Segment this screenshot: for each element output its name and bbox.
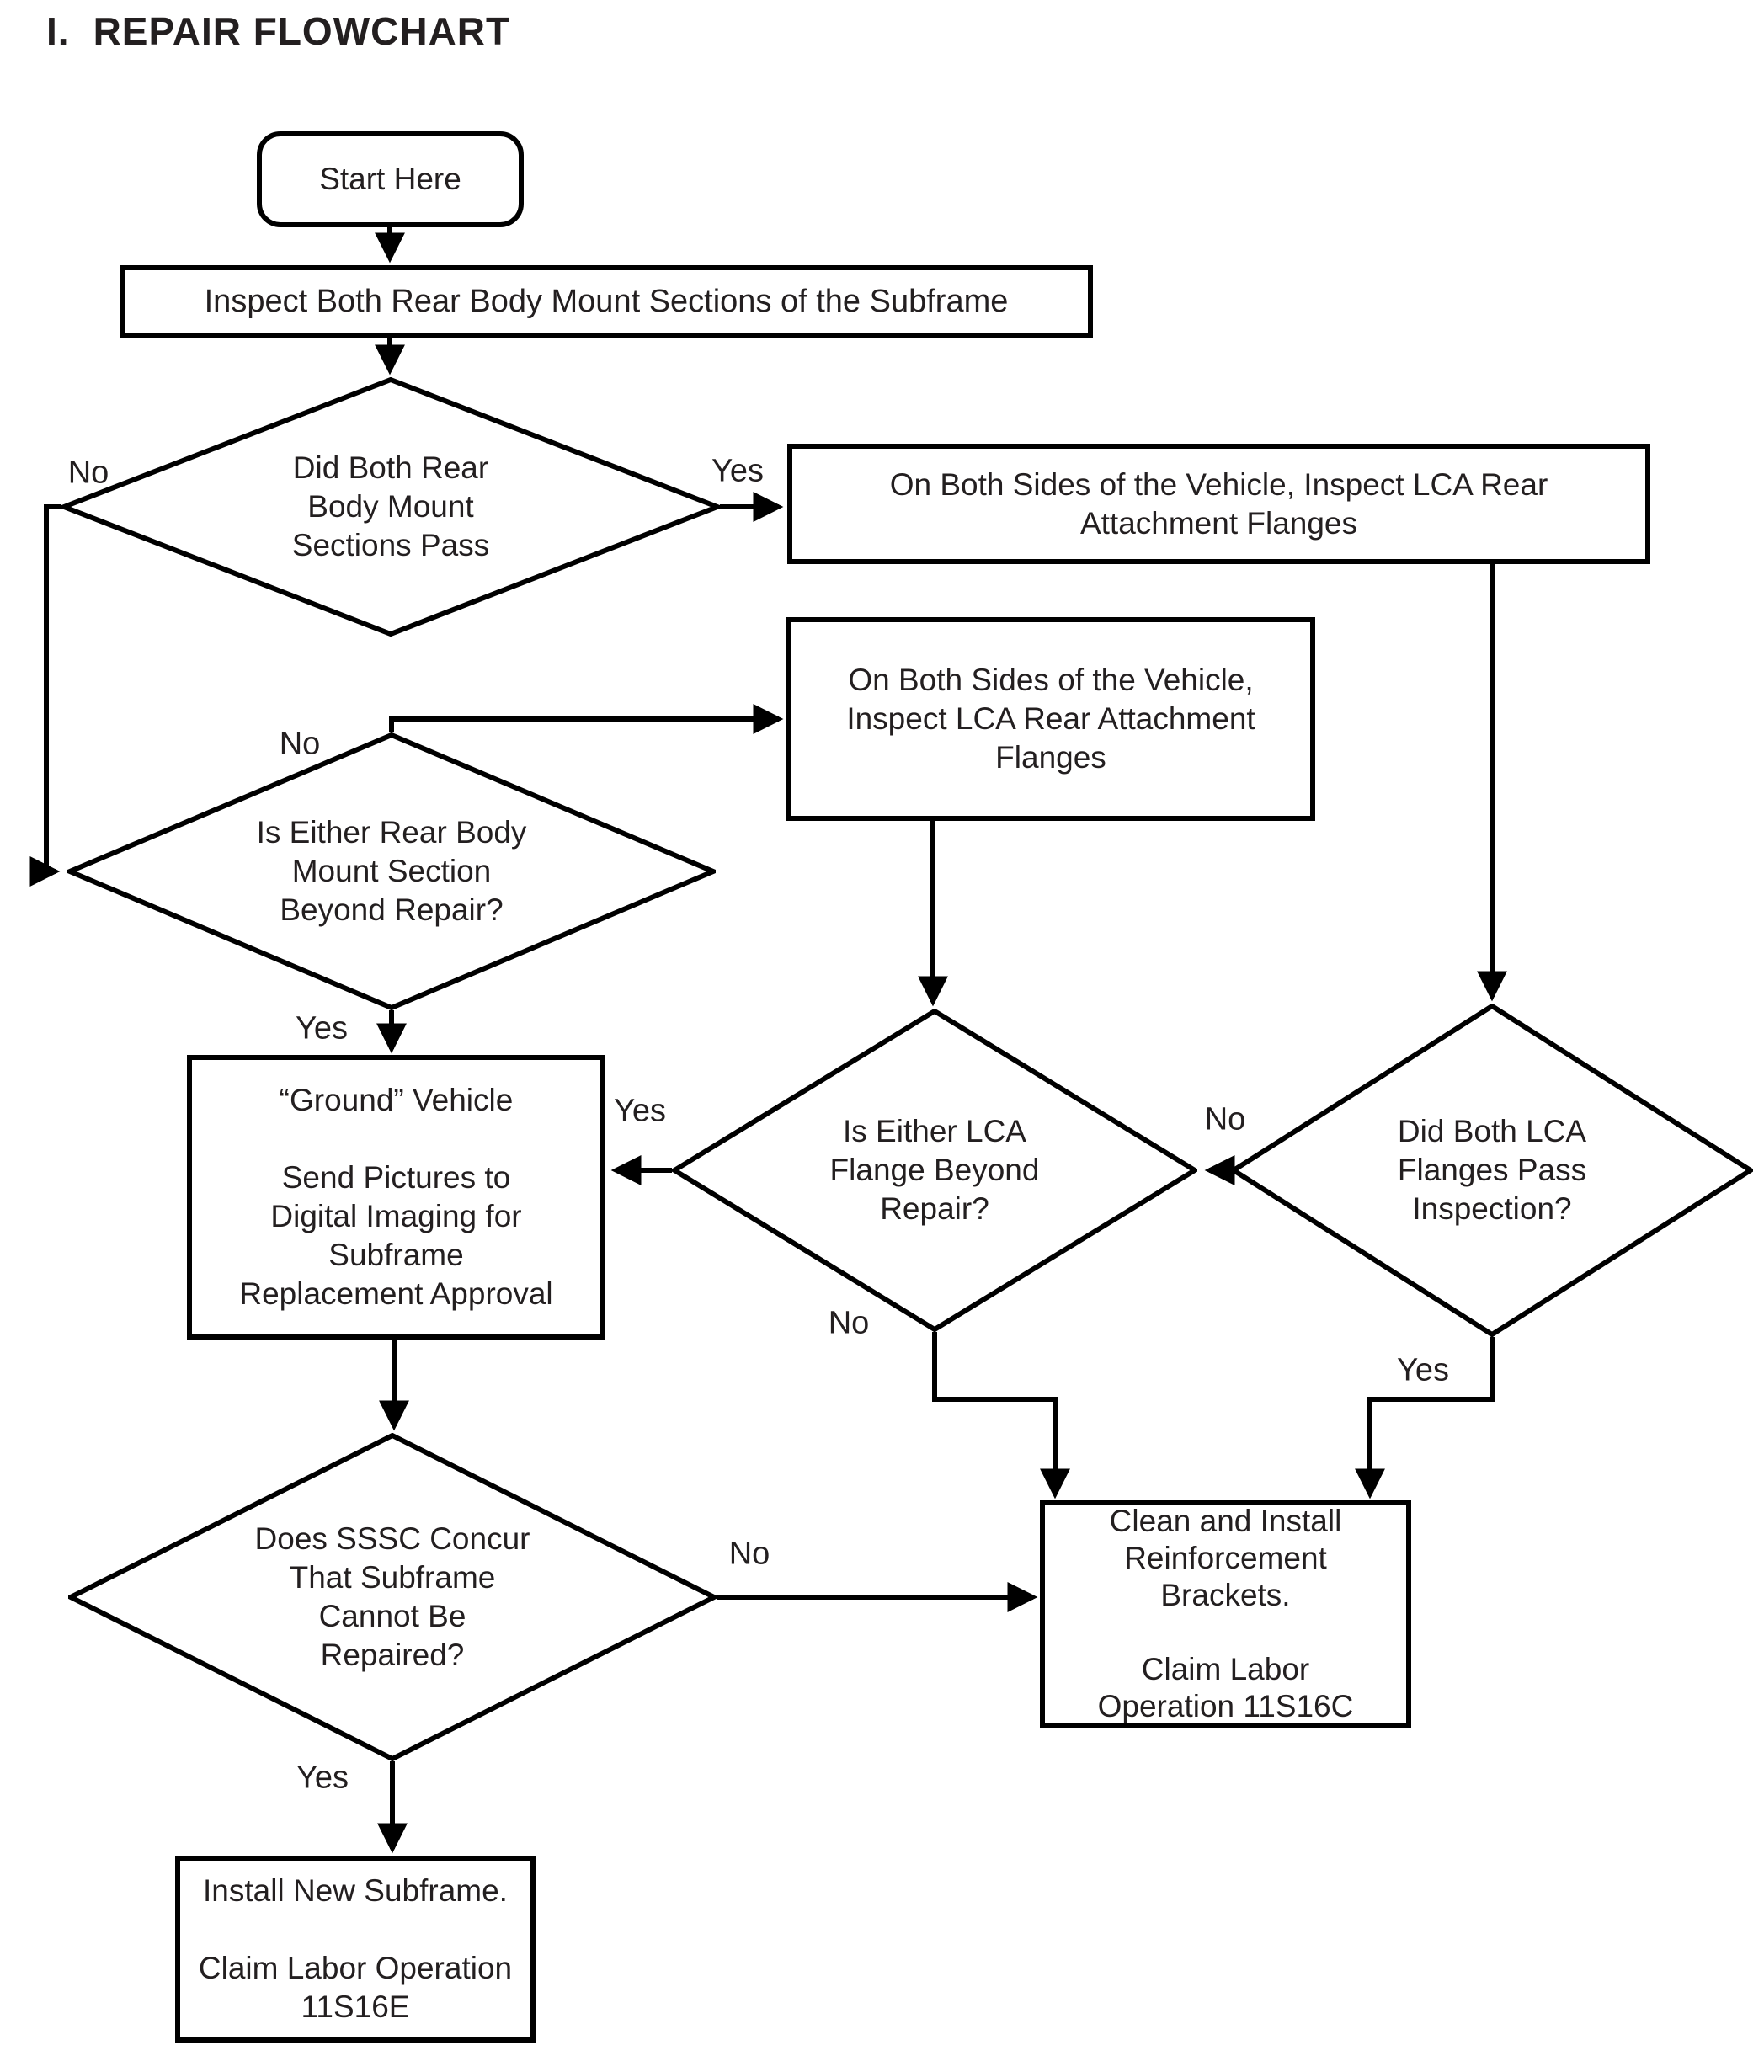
lca-flanges-pass-shape xyxy=(1231,1004,1753,1337)
node-start-here: Start Here xyxy=(257,131,524,227)
edge-label-mounts-pass-no: No xyxy=(67,455,109,491)
edge-lca-pass-yes-to-clean-install xyxy=(1355,1337,1495,1499)
install-new-subframe-label: Install New Subframe. Claim Labor Operat… xyxy=(198,1873,513,2024)
start-here-label: Start Here xyxy=(319,162,461,196)
node-inspect-lca-flanges-right: On Both Sides of the Vehicle, Inspect LC… xyxy=(787,444,1650,564)
edge-lca-beyond-no-to-clean-install xyxy=(932,1332,1070,1499)
node-inspect-rear-body-mounts: Inspect Both Rear Body Mount Sections of… xyxy=(120,265,1093,338)
node-inspect-lca-flanges-mid: On Both Sides of the Vehicle, Inspect LC… xyxy=(786,617,1315,821)
edge-label-lca-pass-no: No xyxy=(1204,1101,1246,1137)
inspect-lca-flanges-right-label: On Both Sides of the Vehicle, Inspect LC… xyxy=(889,466,1548,541)
edge-label-lca-pass-yes: Yes xyxy=(1397,1352,1449,1388)
edge-label-mount-beyond-no: No xyxy=(279,726,321,762)
rear-body-mount-beyond-repair-label: Is Either Rear Body Mount Section Beyond… xyxy=(256,815,527,927)
ground-vehicle-label: “Ground” Vehicle Send Pictures to Digita… xyxy=(239,1083,553,1311)
inspect-lca-flanges-mid-label: On Both Sides of the Vehicle, Inspect LC… xyxy=(846,663,1255,775)
inspect-rear-body-mounts-label: Inspect Both Rear Body Mount Sections of… xyxy=(204,284,1009,319)
edge-label-mounts-pass-yes: Yes xyxy=(711,453,764,489)
rear-body-mount-beyond-repair-shape xyxy=(67,732,716,1010)
node-clean-install-brackets: Clean and Install Reinforcement Brackets… xyxy=(1040,1500,1411,1728)
rear-body-mounts-pass-label: Did Both Rear Body Mount Sections Pass xyxy=(291,450,490,562)
node-ground-vehicle: “Ground” Vehicle Send Pictures to Digita… xyxy=(187,1055,605,1340)
edge-mount-beyond-no-to-lca-mid xyxy=(389,704,784,734)
rear-body-mounts-pass-shape xyxy=(61,377,720,637)
edge-mounts-pass-no-to-mount-beyond xyxy=(29,504,61,887)
title-text: REPAIR FLOWCHART xyxy=(93,9,511,53)
decision-lca-flange-beyond-repair: Is Either LCA Flange Beyond Repair? xyxy=(672,1009,1197,1332)
lca-flanges-pass-label: Did Both LCA Flanges Pass Inspection? xyxy=(1397,1114,1587,1226)
edge-label-mount-beyond-yes: Yes xyxy=(296,1010,348,1047)
sssc-concur-shape xyxy=(68,1433,717,1761)
clean-install-brackets-label: Clean and Install Reinforcement Brackets… xyxy=(1097,1504,1354,1723)
node-install-new-subframe: Install New Subframe. Claim Labor Operat… xyxy=(175,1856,536,2043)
lca-flange-beyond-repair-label: Is Either LCA Flange Beyond Repair? xyxy=(829,1114,1040,1226)
decision-lca-flanges-pass: Did Both LCA Flanges Pass Inspection? xyxy=(1231,1004,1753,1337)
title-numeral: I. xyxy=(46,9,70,53)
decision-sssc-concur: Does SSSC Concur That Subframe Cannot Be… xyxy=(68,1433,717,1761)
edge-label-lca-beyond-no: No xyxy=(828,1305,870,1341)
decision-rear-body-mount-beyond-repair: Is Either Rear Body Mount Section Beyond… xyxy=(67,732,716,1010)
edge-label-lca-beyond-yes: Yes xyxy=(614,1093,666,1129)
lca-flange-beyond-repair-shape xyxy=(672,1009,1197,1332)
edge-label-sssc-no: No xyxy=(728,1536,770,1572)
decision-rear-body-mounts-pass: Did Both Rear Body Mount Sections Pass xyxy=(61,377,720,637)
sssc-concur-label: Does SSSC Concur That Subframe Cannot Be… xyxy=(254,1521,530,1672)
page-title: I. REPAIR FLOWCHART xyxy=(46,8,510,54)
edge-label-sssc-yes: Yes xyxy=(296,1760,349,1796)
